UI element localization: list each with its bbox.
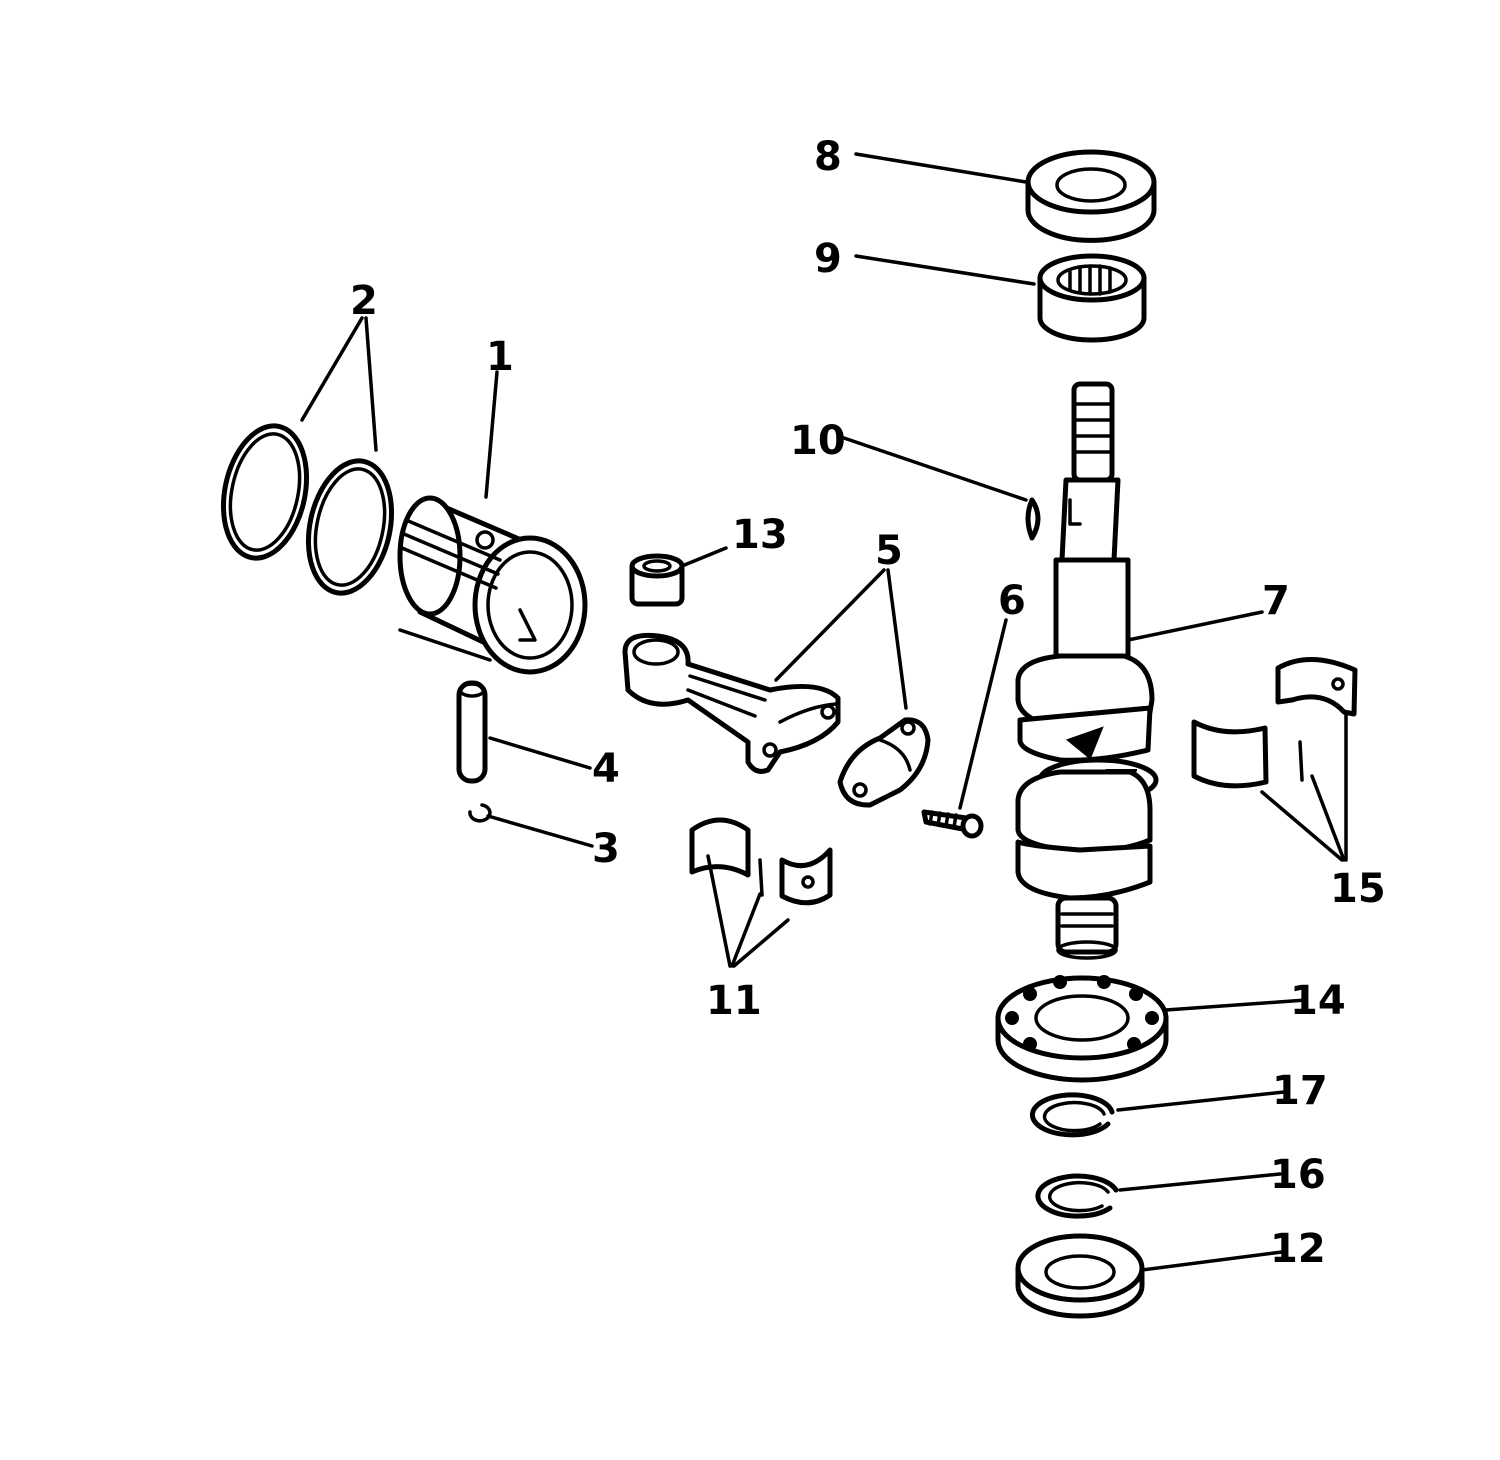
callout-17: 17 <box>1272 1068 1328 1114</box>
piston-rings <box>220 423 395 596</box>
callout-7: 7 <box>1262 578 1290 624</box>
leader-lines <box>300 152 1348 1272</box>
needle-bearing <box>629 553 685 607</box>
callout-4: 4 <box>592 746 620 792</box>
upper-roller-bearing <box>1037 253 1147 343</box>
connecting-rod <box>622 632 841 774</box>
upper-seal <box>1025 149 1157 243</box>
callout-13: 13 <box>732 512 788 558</box>
wrist-pin-retainer <box>468 803 492 823</box>
callout-3: 3 <box>592 826 620 872</box>
rod-cap-screw <box>921 809 984 839</box>
wrist-pin <box>456 680 488 784</box>
callout-16: 16 <box>1270 1152 1326 1198</box>
callout-8: 8 <box>814 134 842 180</box>
callout-10: 10 <box>790 418 846 464</box>
crankshaft <box>1015 381 1159 960</box>
woodruff-key <box>1025 497 1041 541</box>
callout-6: 6 <box>998 578 1026 624</box>
rod-bearing-liners <box>689 817 833 906</box>
callout-labels: 1 2 3 4 5 6 7 8 9 10 11 12 13 14 15 16 1… <box>350 134 1386 1272</box>
callout-5: 5 <box>875 528 903 574</box>
callout-9: 9 <box>814 236 842 282</box>
callout-11: 11 <box>706 978 762 1024</box>
retaining-ring-16 <box>1035 1173 1119 1219</box>
callout-15: 15 <box>1330 866 1386 912</box>
callout-1: 1 <box>486 334 514 380</box>
connecting-rod-cap <box>837 717 931 808</box>
callout-2: 2 <box>350 278 378 324</box>
callout-14: 14 <box>1290 978 1346 1024</box>
retaining-ring-17 <box>1029 1092 1115 1138</box>
callout-12: 12 <box>1270 1226 1326 1272</box>
lower-ball-bearing <box>995 975 1169 1083</box>
main-bearing-liners <box>1191 657 1358 789</box>
lower-seal <box>1015 1233 1145 1319</box>
piston <box>397 495 588 675</box>
